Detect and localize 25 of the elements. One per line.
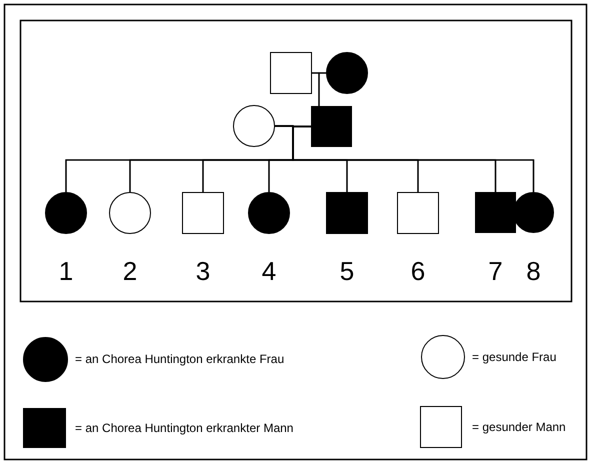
affected-female-symbol bbox=[248, 192, 290, 234]
legend-text: = an Chorea Huntington erkrankter Mann bbox=[75, 421, 294, 435]
affected-female-symbol bbox=[45, 192, 87, 234]
legend-text: = an Chorea Huntington erkrankte Frau bbox=[75, 352, 284, 366]
pedigree-line bbox=[318, 72, 326, 106]
person-number: 4 bbox=[260, 256, 278, 286]
legend-text: = gesunder Mann bbox=[472, 420, 566, 434]
legend-text: = gesunde Frau bbox=[472, 350, 556, 364]
affected-male-symbol bbox=[326, 192, 368, 234]
person-number: 2 bbox=[122, 256, 138, 286]
healthy-male-symbol bbox=[182, 192, 224, 234]
person-number: 1 bbox=[58, 256, 74, 286]
healthy-female-symbol bbox=[233, 105, 275, 147]
affected-male-symbol bbox=[311, 106, 352, 147]
affected-male-symbol bbox=[475, 192, 516, 233]
person-number: 7 bbox=[487, 256, 504, 286]
healthy-male-symbol bbox=[397, 192, 439, 234]
person-number: 3 bbox=[194, 256, 212, 286]
person-number: 6 bbox=[410, 256, 426, 286]
affected-female-symbol bbox=[326, 52, 368, 94]
healthy-female-symbol bbox=[109, 192, 151, 234]
affected-female-symbol bbox=[513, 192, 554, 233]
healthy-male-symbol bbox=[270, 52, 312, 94]
person-number: 8 bbox=[525, 256, 542, 286]
person-number: 5 bbox=[338, 256, 356, 286]
